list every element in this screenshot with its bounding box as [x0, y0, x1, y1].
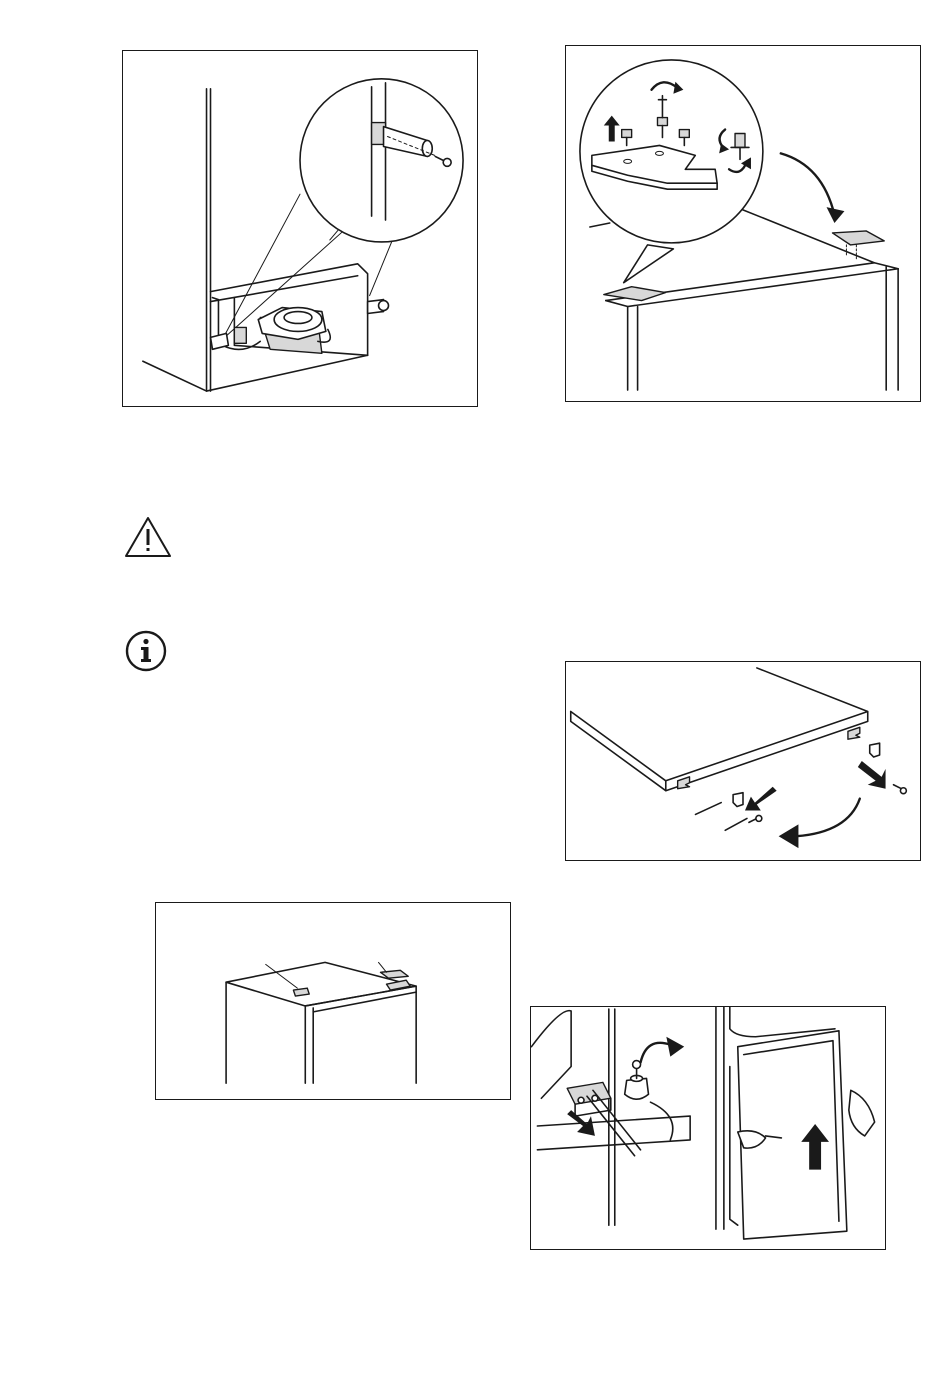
- door-cover-illustration: [566, 662, 920, 860]
- info-circle-icon: [124, 629, 168, 673]
- figure-lower-hinge: [530, 1006, 886, 1250]
- figure-door-cover: [565, 661, 921, 861]
- figure-top-hinge: [565, 45, 921, 402]
- warning-triangle-icon: [124, 516, 172, 558]
- drain-and-pins-illustration: [123, 51, 477, 406]
- cabinet-top-illustration: [156, 903, 510, 1099]
- figure-cabinet-top: [155, 902, 511, 1100]
- top-hinge-illustration: [566, 46, 920, 401]
- figure-drain-and-pins: [122, 50, 478, 407]
- lower-hinge-illustration: [531, 1007, 885, 1249]
